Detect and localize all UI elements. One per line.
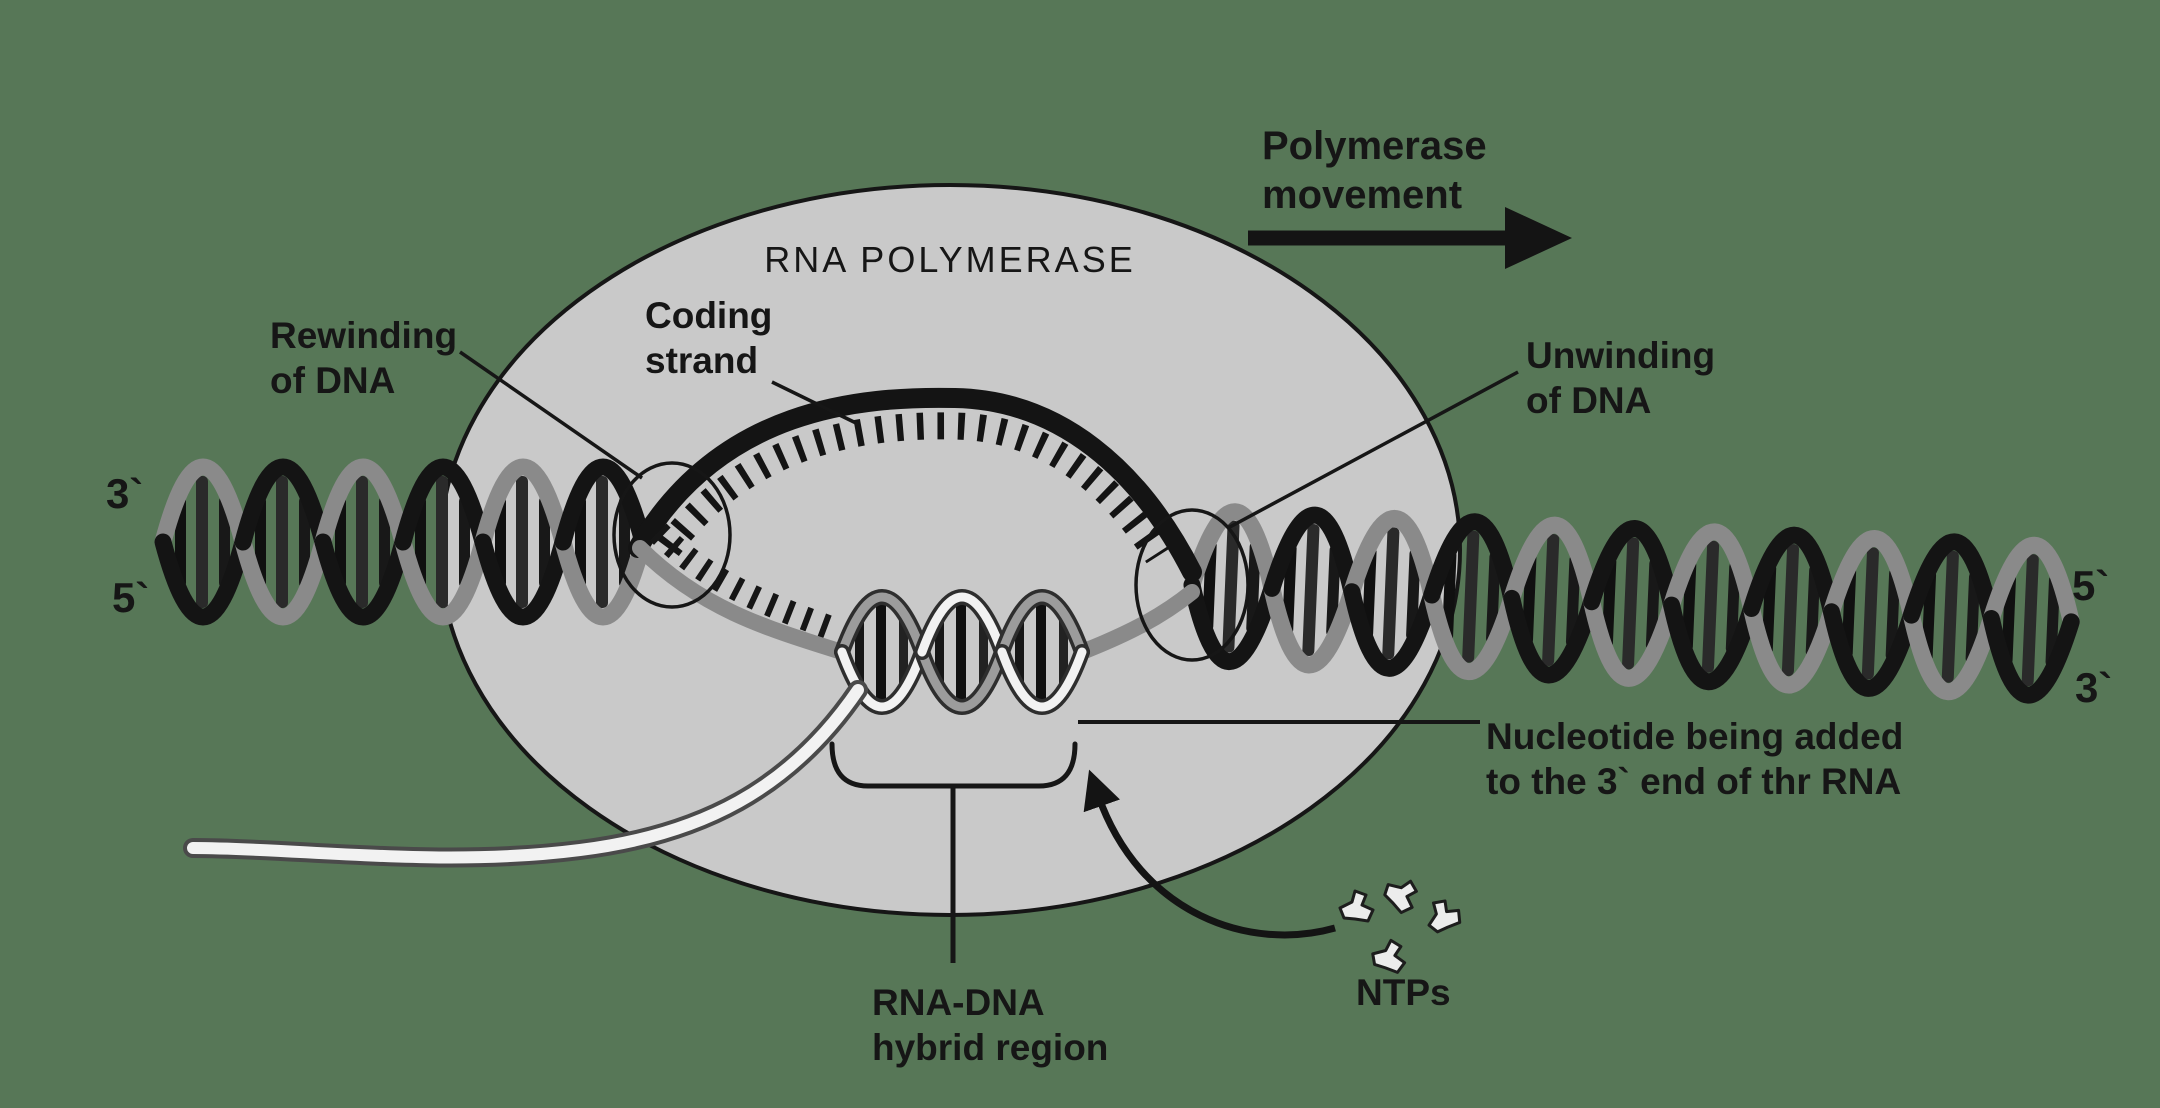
rna-polymerase-title: RNA POLYMERASE <box>764 239 1136 280</box>
nucleotide-label: Nucleotide being added to the 3` end of … <box>1486 716 1904 803</box>
coding-strand-label: Coding strand <box>645 295 773 382</box>
unwinding-leader-line <box>1227 370 1519 530</box>
template-strand <box>632 523 1200 660</box>
coding-strand-bases <box>657 412 1170 564</box>
unwinding-label: Unwinding of DNA <box>1526 335 1716 422</box>
template-strand-exit <box>1074 584 1200 660</box>
left-five-prime-label: 5` <box>112 574 150 621</box>
hybrid-region-label: RNA-DNA hybrid region <box>872 982 1109 1069</box>
coding-strand-arc <box>628 387 1202 582</box>
rewinding-circle <box>612 461 732 609</box>
rna-strand <box>183 680 868 868</box>
hybrid-brace <box>829 741 1078 963</box>
left-three-prime-label: 3` <box>106 470 144 517</box>
polymerase-movement-arrow <box>1248 207 1572 269</box>
right-three-prime-label: 3` <box>2075 664 2113 711</box>
unwinding-circle <box>1134 508 1250 662</box>
hybrid-helix <box>842 597 1082 707</box>
rewinding-label: Rewinding of DNA <box>270 315 458 402</box>
coding-strand-leader-line <box>771 380 859 426</box>
right-five-prime-label: 5` <box>2072 562 2110 609</box>
rewinding-leader-line <box>459 350 643 480</box>
polymerase-movement-label: Polymerase movement <box>1262 124 1487 217</box>
ntp-arrow <box>1083 769 1336 939</box>
ntps-label: NTPs <box>1356 972 1451 1013</box>
